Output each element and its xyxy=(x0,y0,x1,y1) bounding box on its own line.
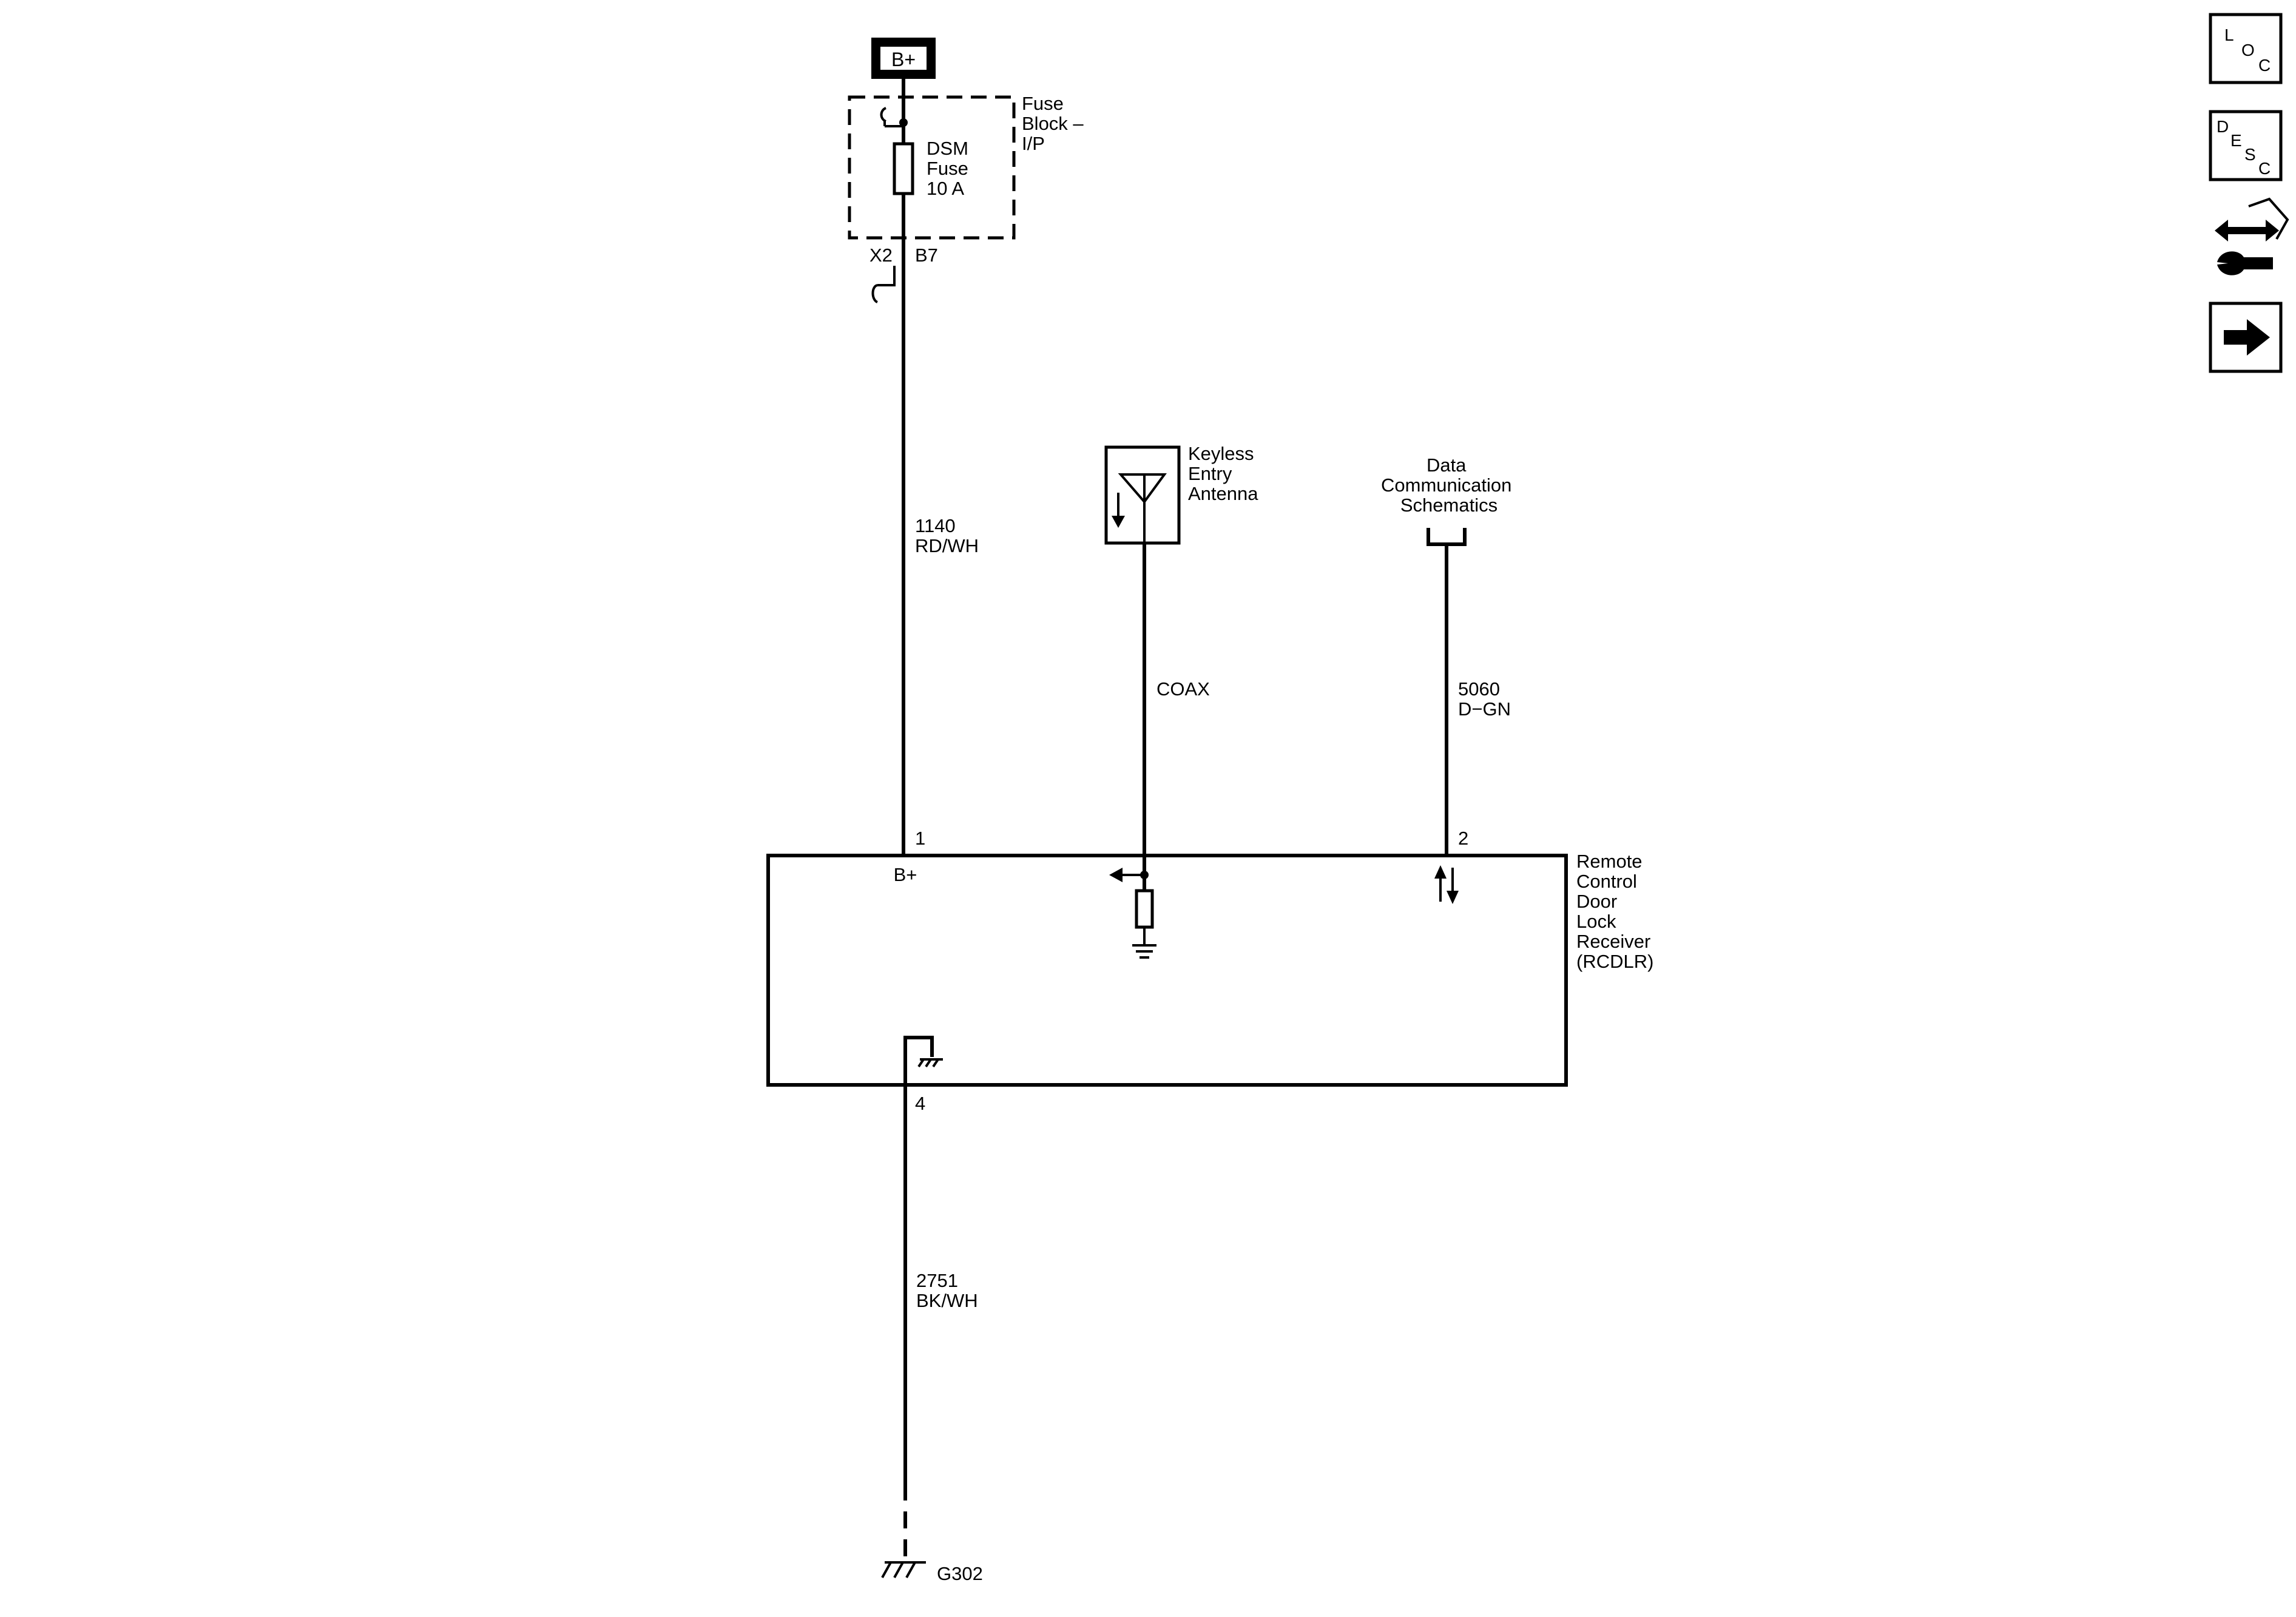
fuse-label: DSM Fuse 10 A xyxy=(927,138,974,199)
ground-label: G302 xyxy=(937,1563,983,1584)
connector-tools-icon xyxy=(2215,197,2289,275)
loc-button[interactable]: L O C xyxy=(2209,13,2283,84)
module-pin-data: 2 xyxy=(1458,828,1468,849)
desc-button[interactable]: D E S C xyxy=(2209,110,2283,181)
wire-antenna-label: COAX xyxy=(1156,678,1210,700)
next-page-button[interactable] xyxy=(2209,302,2283,373)
module-pin-ground: 4 xyxy=(915,1093,925,1114)
connector-symbol xyxy=(871,266,896,303)
data-comm-connector xyxy=(1427,528,1467,546)
svg-text:D: D xyxy=(2217,117,2229,136)
data-io-arrows xyxy=(1434,865,1459,904)
wire-data-label: 5060 D−GN xyxy=(1458,678,1511,720)
module-label: Remote Control Door Lock Receiver (RCDLR… xyxy=(1576,851,1656,972)
wire-power-label: 1140 RD/WH xyxy=(915,515,979,556)
power-source-label: B+ xyxy=(891,49,916,70)
power-source: B+ xyxy=(871,38,936,79)
ground-symbol xyxy=(881,1561,926,1578)
svg-text:S: S xyxy=(2244,145,2256,164)
svg-text:C: C xyxy=(2258,159,2271,178)
fuse-symbol xyxy=(893,142,914,195)
data-comm-label: Data Communication Schematics xyxy=(1381,454,1517,516)
arrow-right-icon xyxy=(2224,319,2270,356)
svg-text:L: L xyxy=(2224,25,2234,44)
svg-text:O: O xyxy=(2241,41,2255,59)
module-power-label: B+ xyxy=(894,864,917,885)
module-pin-power: 1 xyxy=(915,828,925,849)
fuse-block-outline xyxy=(848,95,1016,240)
wire-ground-label: 2751 BK/WH xyxy=(916,1270,978,1311)
module-ground-symbol xyxy=(903,1036,943,1085)
svg-text:C: C xyxy=(2258,56,2271,75)
antenna-label: Keyless Entry Antenna xyxy=(1188,443,1259,504)
fuse-connector-label: X2 xyxy=(869,245,893,266)
svg-text:E: E xyxy=(2230,131,2242,150)
antenna-input-symbol xyxy=(1109,856,1156,959)
fuse-block-label: Fuse Block – I/P xyxy=(1022,93,1089,154)
module-box xyxy=(766,854,1568,1087)
fuse-internal-wiring xyxy=(880,97,908,144)
fuse-connector-pin: B7 xyxy=(915,245,938,266)
connector-tools-button[interactable] xyxy=(2215,197,2289,275)
antenna-symbol xyxy=(1104,445,1181,545)
